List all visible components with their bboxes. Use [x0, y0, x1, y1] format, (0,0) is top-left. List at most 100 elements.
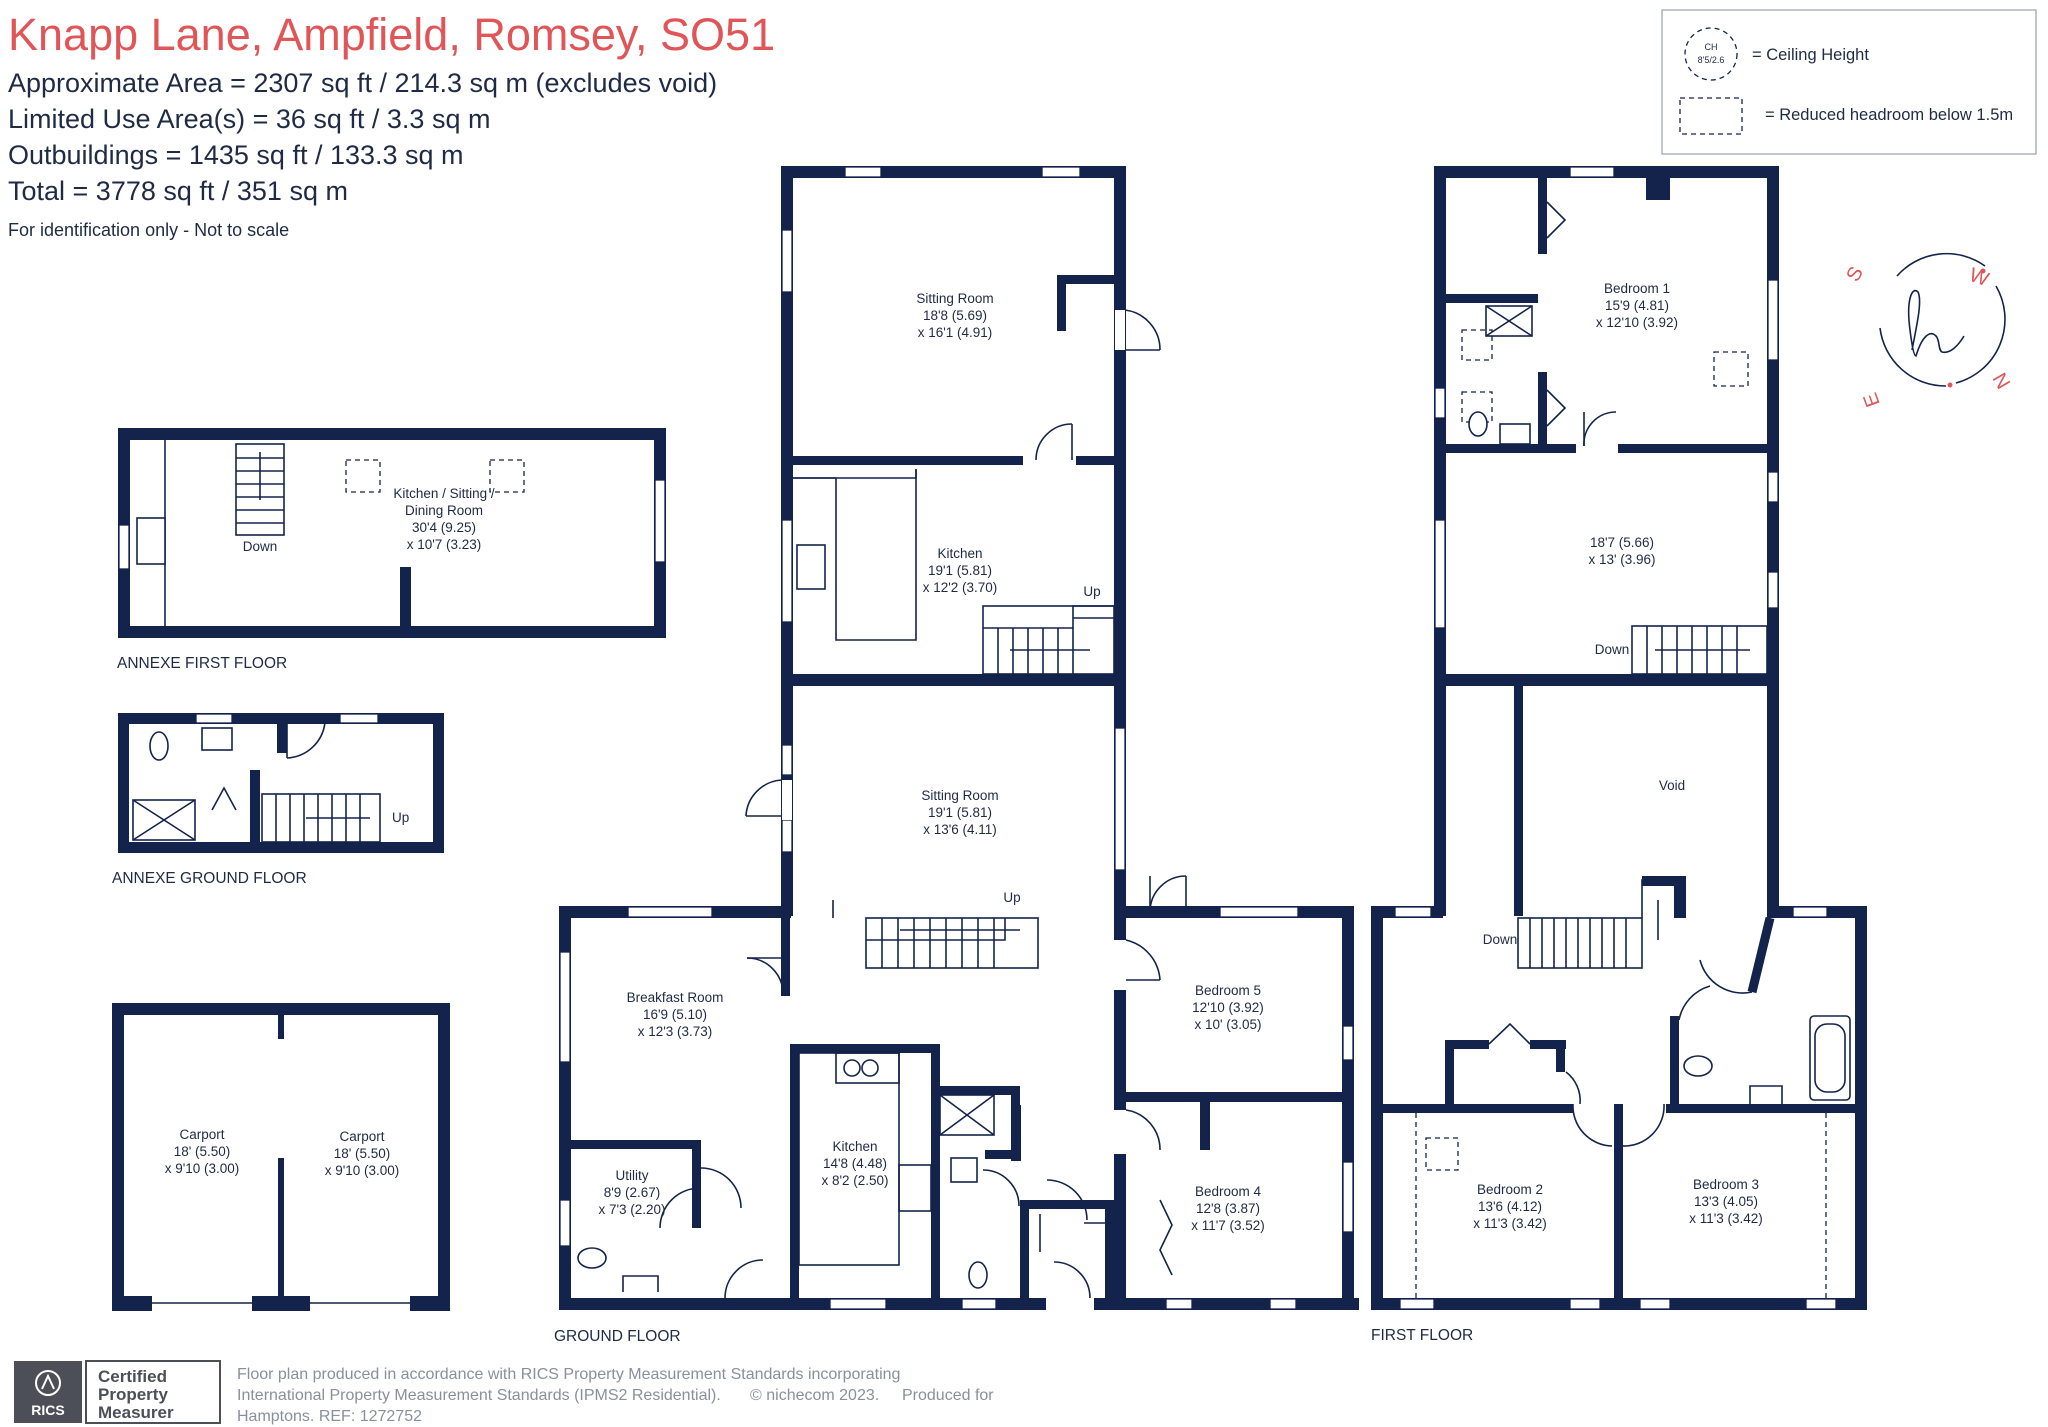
window	[1399, 1298, 1435, 1310]
room-dimension: 19'1 (5.81)	[928, 563, 992, 578]
window	[1767, 571, 1779, 609]
room-name: Kitchen / Sitting /	[393, 486, 495, 501]
room-name: Bedroom 5	[1195, 983, 1261, 998]
wall	[1538, 178, 1547, 254]
window	[781, 519, 793, 623]
window	[1434, 519, 1446, 629]
wardrobe-door	[1159, 1199, 1173, 1276]
wall	[790, 1044, 940, 1053]
badge-line: Measurer	[98, 1403, 174, 1422]
wall	[940, 1086, 1020, 1095]
room-dimension: 19'1 (5.81)	[928, 805, 992, 820]
wall	[1446, 674, 1767, 686]
room-dimension: x 11'3 (3.42)	[1473, 1216, 1547, 1231]
wall	[1747, 916, 1775, 994]
window	[961, 1298, 997, 1310]
wall	[1538, 372, 1547, 447]
room-dimension: x 10' (3.05)	[1194, 1017, 1261, 1032]
bath-fixture	[1809, 1015, 1851, 1101]
approximate-area: Approximate Area = 2307 sq ft / 214.3 sq…	[8, 68, 717, 98]
wall	[1342, 906, 1354, 1310]
wall	[1126, 1092, 1342, 1102]
annexe-first-floor-plan: Down Kitchen / Sitting / Dining Room 30'…	[117, 428, 666, 672]
room-dimension: x 10'7 (3.23)	[407, 537, 482, 552]
wall	[1674, 908, 1686, 918]
room-name: Utility	[616, 1168, 649, 1183]
wall	[278, 1015, 284, 1039]
window	[1569, 1298, 1601, 1310]
wall	[1114, 906, 1126, 1310]
room-dimension: x 12'10 (3.92)	[1596, 315, 1678, 330]
door-swing	[1583, 411, 1617, 447]
wall	[1618, 444, 1767, 453]
room-name: Dining Room	[405, 503, 483, 518]
window	[559, 951, 571, 1063]
wall	[1666, 1104, 1855, 1113]
scale-disclaimer: For identification only - Not to scale	[8, 220, 289, 240]
counter-edge	[793, 469, 917, 479]
annexe-ground-floor-plan: Up ANNEXE GROUND FLOOR	[112, 713, 444, 887]
floor-label-annexe-ground: ANNEXE GROUND FLOOR	[112, 870, 307, 887]
stair-flight	[261, 793, 381, 843]
produced-for-text: Produced for	[902, 1387, 994, 1404]
wall	[438, 1003, 450, 1311]
compass-east: E	[1859, 390, 1884, 410]
room-name: Kitchen	[937, 546, 982, 561]
wall	[252, 1296, 310, 1311]
room-name: Bedroom 3	[1693, 1177, 1759, 1192]
wall	[781, 916, 790, 996]
window	[1219, 906, 1299, 918]
stair-flight	[1631, 625, 1768, 675]
room-dimension: 30'4 (9.25)	[412, 520, 476, 535]
room-dimension: 12'10 (3.92)	[1192, 1000, 1264, 1015]
stair-down-label: Down	[1595, 642, 1630, 657]
wall	[1076, 456, 1114, 465]
wall	[1446, 294, 1538, 303]
door-swing	[1488, 1022, 1531, 1045]
window	[1342, 1025, 1354, 1061]
sink-fixture	[796, 544, 826, 590]
hob-ring	[843, 1059, 861, 1077]
room-dimension: x 9'10 (3.00)	[325, 1163, 400, 1178]
window	[1767, 279, 1779, 361]
door-swing	[724, 1259, 764, 1299]
window	[1114, 727, 1126, 871]
reduced-headroom-area	[1713, 351, 1749, 387]
wall	[1011, 1105, 1021, 1161]
window	[1434, 387, 1446, 419]
stair-up-label: Up	[1003, 890, 1020, 905]
basin-fixture	[1749, 1085, 1783, 1104]
compass-north: N	[1988, 370, 2014, 394]
door-swing	[1125, 1109, 1161, 1151]
room-name: Kitchen	[832, 1139, 877, 1154]
basin-fixture	[950, 1157, 978, 1183]
footer-text-line: International Property Measurement Stand…	[237, 1387, 721, 1404]
window	[1342, 1161, 1354, 1233]
room-dimension: 14'8 (4.48)	[823, 1156, 887, 1171]
wall	[277, 713, 287, 753]
toilet-fixture	[1683, 1055, 1713, 1077]
wall	[1670, 1016, 1679, 1110]
reduced-headroom-area	[489, 459, 525, 493]
room-dimension: 18'8 (5.69)	[923, 308, 987, 323]
wall	[1445, 1040, 1489, 1049]
window	[559, 1199, 571, 1247]
window	[627, 906, 713, 918]
wall	[692, 1140, 701, 1228]
floor-label-annexe-first: ANNEXE FIRST FLOOR	[117, 655, 287, 672]
wall	[1200, 1102, 1210, 1150]
ground-floor-plan: Sitting Room 18'8 (5.69) x 16'1 (4.91) K…	[554, 166, 1359, 1345]
rics-logo-text: RICS	[31, 1402, 64, 1418]
wall	[1434, 674, 1446, 916]
total-area: Total = 3778 sq ft / 351 sq m	[8, 176, 348, 206]
floor-label-first: FIRST FLOOR	[1371, 1327, 1473, 1344]
window	[1269, 1298, 1297, 1310]
window	[781, 229, 793, 293]
badge-line: Certified	[98, 1367, 167, 1386]
door-swing	[700, 1167, 742, 1209]
window	[781, 819, 793, 853]
footer-reference: Hamptons. REF: 1272752	[237, 1408, 422, 1425]
room-dimension: 13'3 (4.05)	[1694, 1194, 1758, 1209]
compass-dot	[1980, 268, 1986, 274]
door-opening	[1114, 1110, 1126, 1154]
